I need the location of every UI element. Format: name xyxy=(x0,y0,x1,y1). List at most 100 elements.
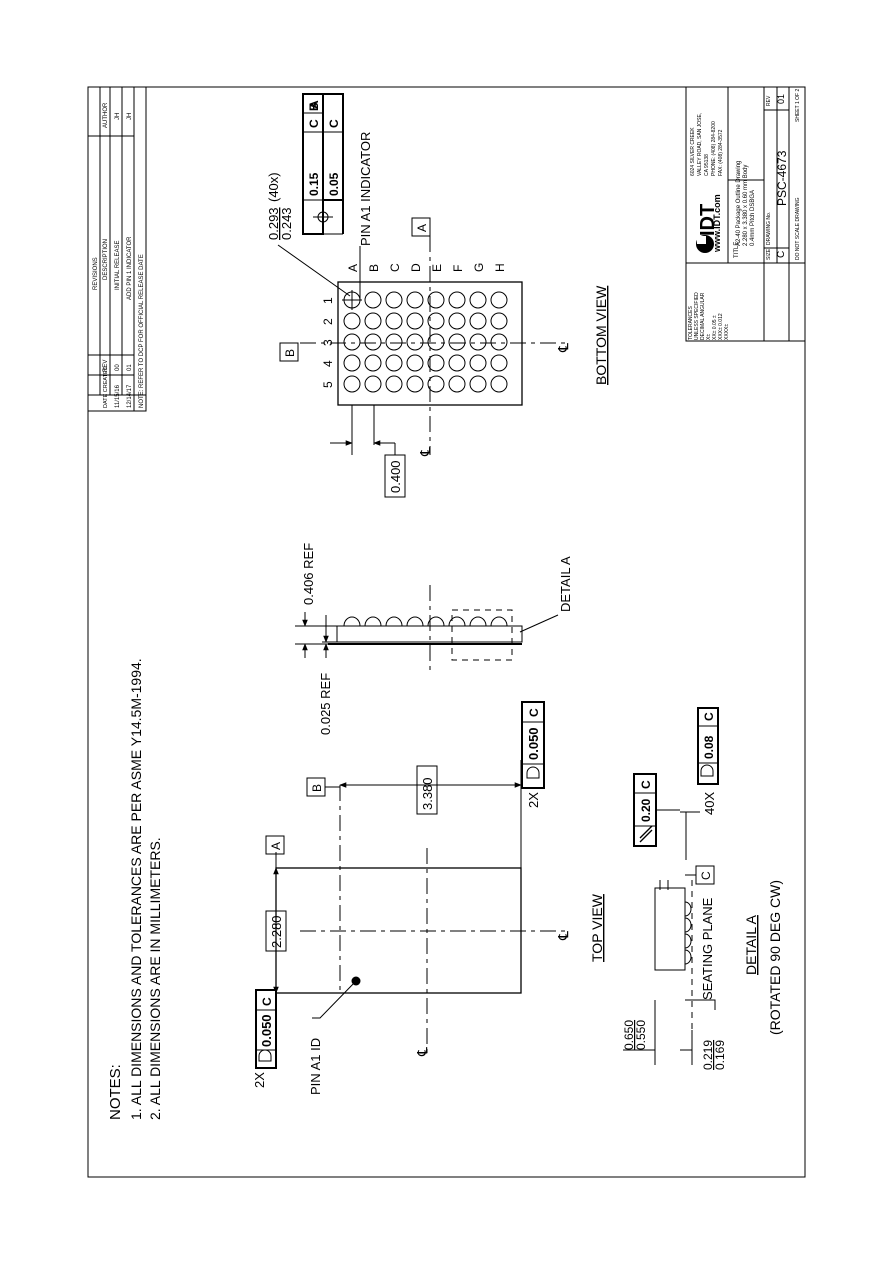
fcf1-datum-b: B xyxy=(307,102,321,111)
profile1-count: 2X xyxy=(252,1072,267,1088)
col-label-5: 5 xyxy=(321,381,335,388)
bottom-datum-b: B xyxy=(283,349,297,357)
solder-ball-a5 xyxy=(343,375,361,393)
seating-plane-label: SEATING PLANE xyxy=(700,897,715,1000)
profile1-value: 0.050 xyxy=(259,1014,274,1047)
profile2-datum: C xyxy=(527,708,541,717)
title-line: 0.4mm Pitch DSBGA xyxy=(750,190,756,246)
website: www.IDT.com xyxy=(712,194,722,253)
title-label: TITLE xyxy=(734,242,740,258)
coplanarity-datum: C xyxy=(702,712,716,721)
title-line: 2.280 x 3.380 x 0.60 mm Body xyxy=(743,165,749,246)
solder-ball-g3 xyxy=(469,333,487,351)
solder-ball-b1 xyxy=(364,291,382,309)
col-label-3: 3 xyxy=(321,339,335,346)
width-dim: 2.280 xyxy=(269,915,284,948)
height-max: 0.650 xyxy=(622,1020,636,1050)
parallel-datum: C xyxy=(639,780,653,789)
standoff-max: 0.219 xyxy=(701,1040,715,1070)
solder-ball-f2 xyxy=(448,312,466,330)
solder-ball-e1 xyxy=(427,291,445,309)
rev-row2-author: JH xyxy=(127,113,133,120)
drawing-no-label: DRAWING No. xyxy=(766,212,772,245)
solder-ball-a3 xyxy=(343,333,361,351)
rev-header-rev: REV xyxy=(103,360,109,372)
logo-text: IDT xyxy=(697,204,719,236)
side-ball xyxy=(385,616,403,627)
solder-ball-b5 xyxy=(364,375,382,393)
solder-ball-g4 xyxy=(469,354,487,372)
length-dim: 3.380 xyxy=(420,777,435,810)
coplanarity-count: 40X xyxy=(702,792,717,815)
solder-ball-h5 xyxy=(490,375,508,393)
solder-ball-e3 xyxy=(427,333,445,351)
standoff-min: 0.169 xyxy=(713,1040,727,1070)
solder-ball-b3 xyxy=(364,333,382,351)
solder-ball-e4 xyxy=(427,354,445,372)
solder-ball-f5 xyxy=(448,375,466,393)
coplanarity-value: 0.08 xyxy=(702,735,716,759)
bottom-centerline-mark-1: ℄ xyxy=(555,343,571,353)
profile2-value: 0.050 xyxy=(526,727,541,760)
solder-ball-c2 xyxy=(385,312,403,330)
tolerance-line: X± xyxy=(706,334,712,340)
solder-ball-f3 xyxy=(448,333,466,351)
address-line: FAX: (408) 284-3572 xyxy=(718,129,724,176)
rev-label: REV xyxy=(766,95,772,106)
scale-note: DO NOT SCALE DRAWING xyxy=(795,197,801,260)
solder-ball-f4 xyxy=(448,354,466,372)
address-line: PHONE: (408) 284-8200 xyxy=(711,121,717,176)
pitch-dim: 0.400 xyxy=(388,460,403,493)
side-view: DETAIL A 0.406 REF 0.025 REF xyxy=(295,543,573,735)
address-line: CA 95138 xyxy=(704,154,710,176)
tolerance-line: XXX± 0.012 xyxy=(718,313,724,340)
row-label-g: G xyxy=(472,263,486,272)
rev-row1-desc: INITIAL RELEASE xyxy=(115,241,121,290)
rev-row2-rev: 01 xyxy=(127,364,133,371)
top-centerline-mark-2: ℄ xyxy=(414,1047,430,1057)
note-2: 2. ALL DIMENSIONS ARE IN MILLIMETERS. xyxy=(147,837,163,1120)
solder-ball-c1 xyxy=(385,291,403,309)
tolerance-line: TOLERANCES xyxy=(688,306,694,340)
notes-block: NOTES: 1. ALL DIMENSIONS AND TOLERANCES … xyxy=(107,658,163,1120)
row-label-e: E xyxy=(430,264,444,272)
solder-ball-c4 xyxy=(385,354,403,372)
rev-header-desc: DESCRIPTION xyxy=(103,239,109,280)
rev-row1-date: 11/15/16 xyxy=(115,384,121,408)
solder-ball-h2 xyxy=(490,312,508,330)
tolerance-line: DECIMAL ANGULAR xyxy=(700,292,706,340)
side-ball xyxy=(490,616,508,627)
ball-dia-min: 0.243 xyxy=(279,207,294,240)
top-datum-a: A xyxy=(269,842,283,850)
detail-a-title: DETAIL A xyxy=(743,914,759,975)
rev-row1-rev: 00 xyxy=(115,364,121,371)
row-label-a: A xyxy=(346,264,360,272)
profile1-datum: C xyxy=(260,997,274,1006)
detail-a-subtitle: (ROTATED 90 DEG CW) xyxy=(767,880,783,1035)
bottom-centerline-mark-2: ℄ xyxy=(417,447,433,457)
bottom-view-label: BOTTOM VIEW xyxy=(593,285,609,385)
size-value: C xyxy=(776,251,787,258)
note-1: 1. ALL DIMENSIONS AND TOLERANCES ARE PER… xyxy=(128,658,144,1120)
revisions-title: REVISIONS xyxy=(93,257,99,290)
solder-ball-f1 xyxy=(448,291,466,309)
solder-ball-b4 xyxy=(364,354,382,372)
solder-ball-d4 xyxy=(406,354,424,372)
tolerance-line: XXXX± xyxy=(724,324,730,340)
top-datum-b: B xyxy=(310,784,324,792)
solder-ball-a4 xyxy=(343,354,361,372)
solder-ball-b2 xyxy=(364,312,382,330)
detail-a-callout: DETAIL A xyxy=(558,556,573,612)
row-label-h: H xyxy=(493,263,507,272)
side-ball xyxy=(343,616,361,627)
solder-ball-g5 xyxy=(469,375,487,393)
detail-a: 0.650 0.550 0.219 0.169 SEATING PLANE C … xyxy=(622,707,783,1070)
ball-count: (40x) xyxy=(266,172,281,202)
solder-ball-h3 xyxy=(490,333,508,351)
solder-ball-c5 xyxy=(385,375,403,393)
rev-note: NOTE: REFER TO DCP FOR OFFICIAL RELEASE … xyxy=(139,254,145,408)
top-centerline-mark-1: ℄ xyxy=(555,931,571,941)
fcf2-value: 0.05 xyxy=(327,172,341,196)
fcf2-datum-c: C xyxy=(327,119,341,128)
